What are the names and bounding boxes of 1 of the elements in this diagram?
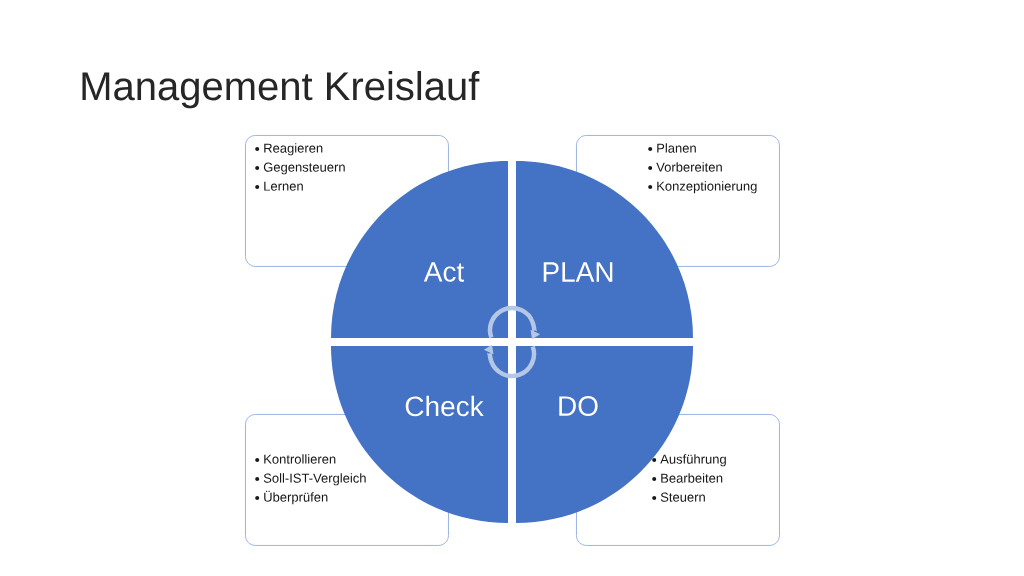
title: Management Kreislauf bbox=[82, 71, 480, 109]
